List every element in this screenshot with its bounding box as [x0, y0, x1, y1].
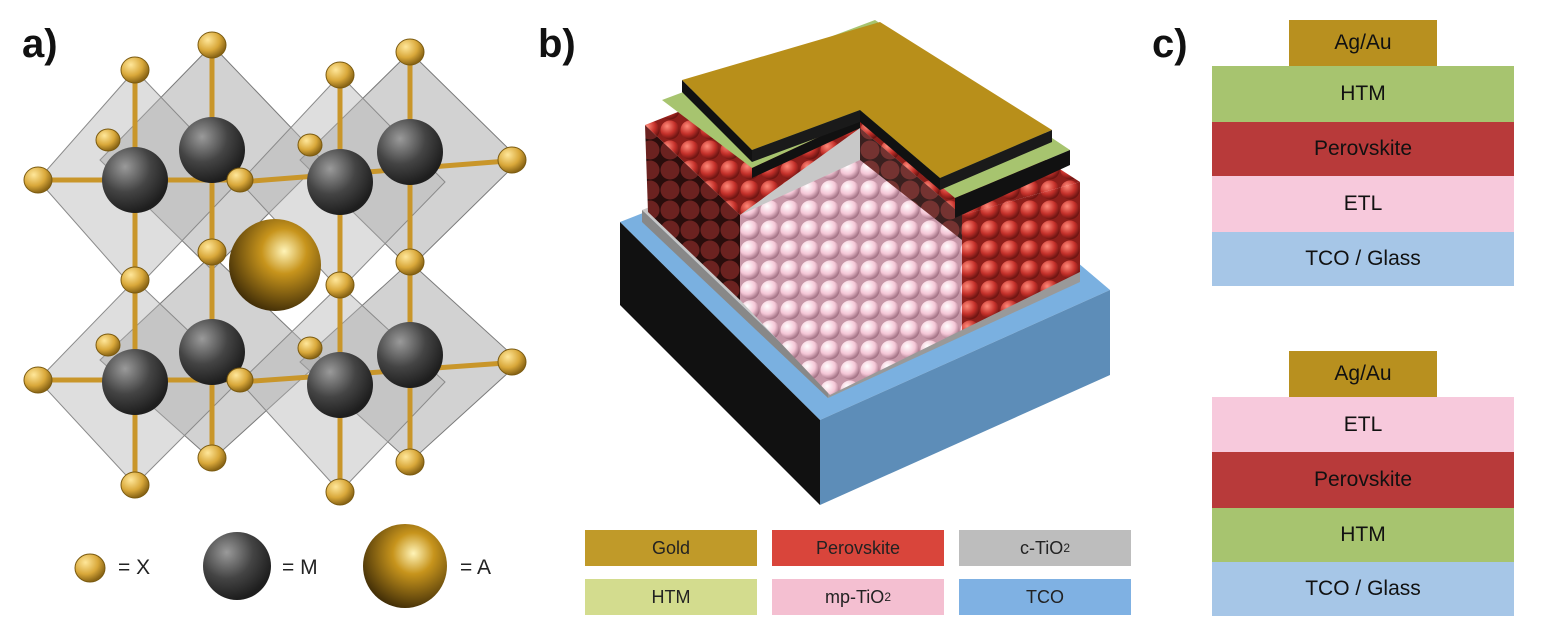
legend-gold-label: Gold — [651, 537, 691, 558]
legend-mp-tio2-sub: 2 — [884, 590, 891, 604]
legend-a-atom — [363, 524, 447, 608]
legend-htm-label: HTM — [651, 586, 691, 607]
legend-tco-label: TCO — [1026, 586, 1064, 607]
tco-left-side — [620, 222, 820, 505]
stack-top-cap: Ag/Au — [1289, 20, 1437, 66]
legend-x-label: = X — [118, 556, 151, 579]
x-atoms — [23, 31, 527, 506]
stack-top-layer-2: Perovskite — [1212, 122, 1514, 176]
device-3d-diagram — [620, 20, 1110, 505]
legend-ctio2-label: c-TiO — [1019, 537, 1064, 558]
panel-c-label: c) — [1152, 22, 1188, 66]
perovskite-left-side — [645, 125, 740, 300]
stack-top-layer-1: HTM — [1212, 66, 1514, 122]
gold-contact-top — [682, 22, 1052, 178]
a-atom — [229, 219, 321, 311]
legend-gold: Gold — [585, 530, 757, 566]
tco-right-side — [820, 290, 1110, 505]
panel-a-label: a) — [22, 22, 58, 66]
legend-mp-tio2-label: mp-TiO — [824, 586, 885, 607]
m-atoms — [102, 117, 443, 418]
legend-x-atom — [74, 553, 106, 583]
stack-bottom-cap: Ag/Au — [1289, 351, 1437, 397]
perovskite-right-face — [962, 182, 1080, 330]
perovskite-crystal-structure — [23, 31, 527, 608]
legend-m-label: = M — [282, 556, 318, 579]
stack-bottom-layer-3: HTM — [1212, 508, 1514, 562]
legend-tco: TCO — [959, 579, 1131, 615]
legend-ctio2-sub: 2 — [1063, 541, 1070, 555]
legend-htm: HTM — [585, 579, 757, 615]
stack-top-layer-3: ETL — [1212, 176, 1514, 232]
mp-tio2-balls — [740, 160, 962, 395]
legend-a-label: = A — [460, 556, 491, 579]
panel-b-label: b) — [538, 22, 576, 66]
stack-bottom-layer-4: TCO / Glass — [1212, 562, 1514, 616]
legend-perovskite-label: Perovskite — [815, 537, 901, 558]
legend-m-atom — [203, 532, 271, 600]
stack-bottom-layer-2: Perovskite — [1212, 452, 1514, 508]
stack-top-layer-4: TCO / Glass — [1212, 232, 1514, 286]
legend-perovskite: Perovskite — [772, 530, 944, 566]
stack-bottom-layer-1: ETL — [1212, 397, 1514, 452]
